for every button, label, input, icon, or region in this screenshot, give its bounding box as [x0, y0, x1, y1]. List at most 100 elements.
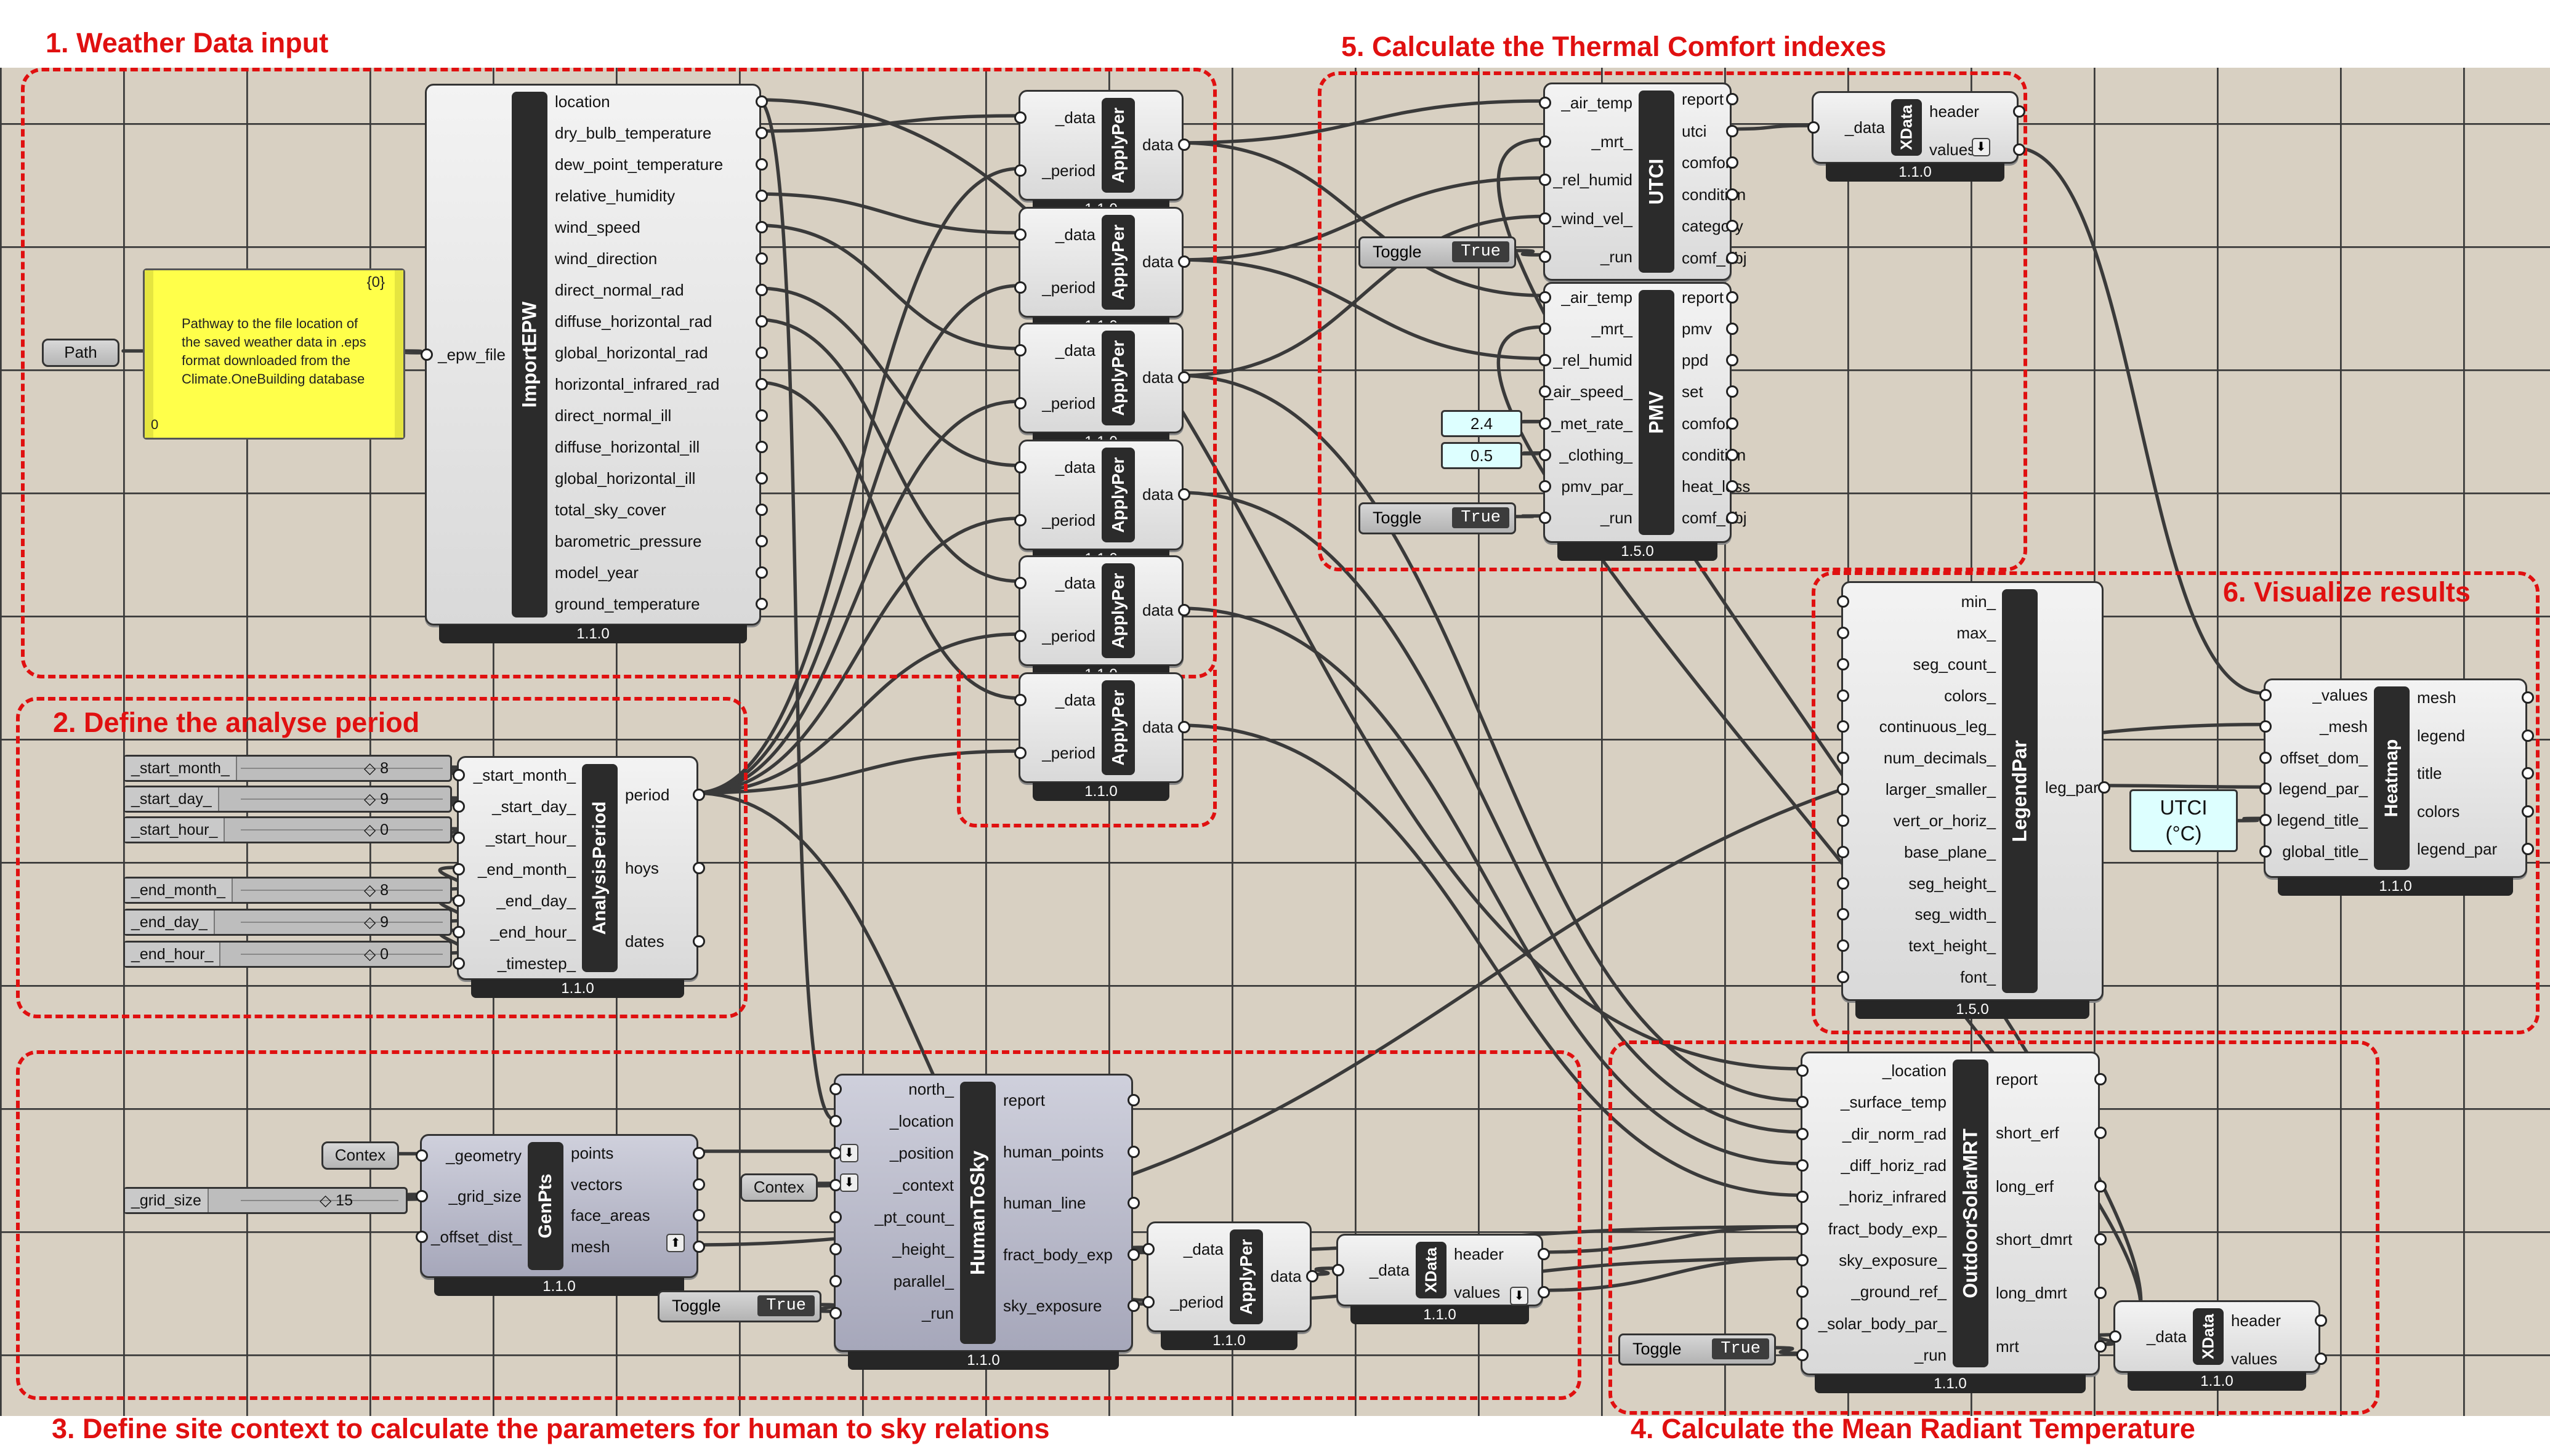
importepw-input-grip[interactable] [421, 348, 433, 361]
applyper-2-output-grip[interactable] [1178, 255, 1190, 268]
xdata-3-output-header[interactable]: header [2231, 1311, 2281, 1330]
heatmap-input-grip[interactable] [2259, 689, 2272, 701]
xdata-1-input-data[interactable]: _data [1844, 118, 1885, 137]
analysisperiod-input-end_day[interactable]: _end_day_ [496, 891, 576, 910]
analysisperiod-output-grip[interactable] [693, 935, 705, 947]
xdata-2-output-grip[interactable] [1538, 1286, 1550, 1298]
applyper-1-output-data[interactable]: data [1142, 135, 1174, 154]
utci-output-grip[interactable] [1726, 93, 1738, 105]
slider-start-month-value[interactable]: ◇ 8 [364, 760, 389, 777]
applyper-2-input-period[interactable]: _period [1042, 278, 1095, 297]
legendpar-input-grip[interactable] [1837, 845, 1849, 858]
pmv-output-grip[interactable] [1726, 323, 1738, 336]
outdoorsolarmrt-output-grip[interactable] [2094, 1287, 2107, 1300]
importepw-output-barometric_pressure[interactable]: barometric_pressure [555, 532, 702, 550]
genpts-input-offset_dist[interactable]: _offset_dist_ [431, 1228, 522, 1246]
legendpar-input-grip[interactable] [1837, 908, 1849, 921]
importepw-output-grip[interactable] [756, 504, 768, 516]
genpts-output-points[interactable]: points [571, 1144, 614, 1162]
analysisperiod-input-grip[interactable] [453, 926, 465, 938]
outdoorsolarmrt-input-run[interactable]: _run [1914, 1346, 1947, 1364]
legendpar-input-grip[interactable] [1837, 814, 1849, 827]
heatmap-output-grip[interactable] [2522, 843, 2534, 855]
outdoorsolarmrt-output-grip[interactable] [2094, 1126, 2107, 1139]
utci-input-grip[interactable] [1539, 251, 1551, 263]
heatmap-output-legend[interactable]: legend [2417, 726, 2466, 745]
applyper-3-input-grip[interactable] [1014, 397, 1027, 409]
analysisperiod-input-end_hour[interactable]: _end_hour_ [490, 923, 576, 941]
analysisperiod-input-end_month[interactable]: _end_month_ [477, 860, 576, 879]
importepw-output-model_year[interactable]: model_year [555, 563, 639, 582]
importepw-output-wind_direction[interactable]: wind_direction [555, 249, 658, 268]
importepw-output-relative_humidity[interactable]: relative_humidity [555, 187, 676, 205]
xdata-3-output-grip[interactable] [2315, 1353, 2327, 1365]
applyper-4-output-grip[interactable] [1178, 488, 1190, 501]
scribble-note[interactable]: {0} Pathway to the file location of the … [143, 268, 405, 440]
outdoorsolarmrt-input-location[interactable]: _location [1882, 1061, 1947, 1080]
importepw-output-grip[interactable] [756, 378, 768, 390]
humantosky-output-sky_exposure[interactable]: sky_exposure [1003, 1297, 1102, 1315]
pmv-input-grip[interactable] [1539, 512, 1551, 524]
applyper-5-output-grip[interactable] [1178, 604, 1190, 616]
utci-input-grip[interactable] [1539, 135, 1551, 148]
applyper-1-input-grip[interactable] [1014, 111, 1027, 124]
heatmap-input-grip[interactable] [2259, 720, 2272, 733]
pmv-output-grip[interactable] [1726, 417, 1738, 430]
slider-start-hour-value[interactable]: ◇ 0 [364, 821, 389, 839]
outdoorsolarmrt-output-grip[interactable] [2094, 1073, 2107, 1085]
humantosky-input-context[interactable]: _context [893, 1176, 954, 1194]
toggle-utci-run[interactable]: Toggle True [1358, 236, 1516, 268]
analysisperiod-input-grip[interactable] [453, 832, 465, 844]
utci-input-grip[interactable] [1539, 97, 1551, 109]
importepw-output-grip[interactable] [756, 566, 768, 579]
pmv-input-grip[interactable] [1539, 291, 1551, 304]
importepw-output-grip[interactable] [756, 221, 768, 233]
legendpar-input-grip[interactable] [1837, 939, 1849, 952]
pmv-output-ppd[interactable]: ppd [1682, 351, 1709, 370]
slider-end-day[interactable]: _end_day_◇ 9 [123, 909, 452, 936]
outdoorsolarmrt-input-grip[interactable] [1796, 1096, 1809, 1109]
genpts-output-grip[interactable] [693, 1241, 705, 1253]
pmv-input-air_temp[interactable]: _air_temp [1561, 288, 1632, 307]
importepw-output-ground_temperature[interactable]: ground_temperature [555, 595, 700, 613]
humantosky-input-location[interactable]: _location [889, 1112, 954, 1130]
pmv-output-grip[interactable] [1726, 448, 1738, 461]
utci-output-grip[interactable] [1726, 220, 1738, 233]
importepw-output-grip[interactable] [756, 284, 768, 296]
toggle-value[interactable]: True [757, 1295, 815, 1316]
outdoorsolarmrt-input-grip[interactable] [1796, 1222, 1809, 1235]
humantosky-input-grip[interactable] [829, 1275, 842, 1287]
heatmap-output-grip[interactable] [2522, 767, 2534, 779]
applyper-6-output-grip[interactable] [1178, 721, 1190, 733]
importepw-output-total_sky_cover[interactable]: total_sky_cover [555, 501, 666, 519]
applyper-3-output-grip[interactable] [1178, 371, 1190, 384]
outdoorsolarmrt-output-grip[interactable] [2094, 1233, 2107, 1246]
xdata-3-output-grip[interactable] [2315, 1314, 2327, 1327]
genpts-input-geometry[interactable]: _geometry [446, 1146, 522, 1165]
outdoorsolarmrt-output-short_erf[interactable]: short_erf [1996, 1123, 2059, 1142]
applyper-4-output-data[interactable]: data [1142, 485, 1174, 504]
genpts-input-grip[interactable] [416, 1231, 428, 1243]
applyper-6-input-data[interactable]: _data [1055, 691, 1095, 709]
importepw-output-horizontal_infrared_rad[interactable]: horizontal_infrared_rad [555, 375, 720, 393]
importepw-input-epw_file[interactable]: _epw_file [438, 345, 506, 364]
slider-end-month-value[interactable]: ◇ 8 [364, 882, 389, 899]
utci-input-grip[interactable] [1539, 174, 1551, 186]
humantosky-input-grip[interactable] [829, 1211, 842, 1223]
toggle-mrt-run[interactable]: Toggle True [1618, 1333, 1776, 1366]
pmv-output-set[interactable]: set [1682, 382, 1703, 401]
humantosky-input-grip[interactable] [829, 1307, 842, 1319]
outdoorsolarmrt-output-grip[interactable] [2094, 1340, 2107, 1353]
heatmap-output-legend_par[interactable]: legend_par [2417, 840, 2498, 858]
slider-start-month-track[interactable] [241, 768, 443, 769]
xdata-2-output-values[interactable]: values [1454, 1283, 1501, 1301]
applyper-5-output-data[interactable]: data [1142, 601, 1174, 619]
legendpar-input-grip[interactable] [1837, 783, 1849, 795]
applyper-2-input-grip[interactable] [1014, 228, 1027, 241]
